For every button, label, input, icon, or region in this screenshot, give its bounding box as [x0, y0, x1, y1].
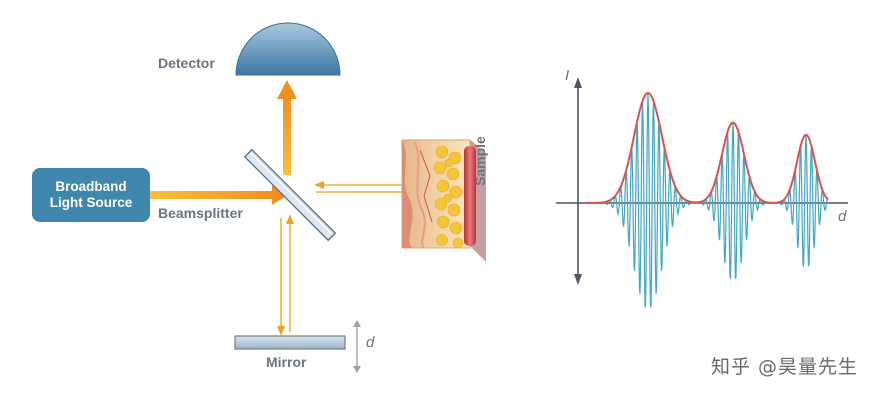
light-source-label-line2: Light Source — [49, 195, 133, 210]
beamsplitter-plate — [243, 148, 337, 242]
light-source-label-line1: Broadband — [55, 178, 127, 194]
plot-y-axis-arrow-bottom — [574, 274, 582, 285]
plot-x-axis-label: d — [838, 208, 847, 225]
plot-y-axis-arrow-top — [574, 77, 582, 88]
detector-beam-arrowhead — [277, 80, 297, 99]
detector-dome — [235, 22, 341, 76]
sample-tissue — [400, 139, 488, 262]
reference-beam-down-head — [277, 326, 285, 336]
source-beam-arrowhead — [272, 185, 288, 205]
interferogram-envelope — [585, 91, 829, 204]
source-beam — [150, 191, 274, 199]
detector-label: Detector — [158, 55, 215, 71]
beamsplitter-label: Beamsplitter — [158, 205, 243, 221]
plot-y-axis-label: I — [565, 67, 570, 84]
mirror-travel-label: d — [366, 334, 375, 351]
watermark: 知乎 @昊量先生 — [710, 356, 858, 378]
detector-beam — [283, 96, 291, 175]
mirror-label: Mirror — [266, 354, 307, 370]
sample-label: Sample — [472, 136, 488, 186]
light-source-box: Broadband Light Source — [32, 168, 150, 222]
reference-beam-up-head — [286, 214, 294, 224]
sample-beam-back-head — [314, 181, 324, 189]
reference-mirror — [234, 335, 346, 350]
interferogram-fringes — [585, 92, 829, 308]
